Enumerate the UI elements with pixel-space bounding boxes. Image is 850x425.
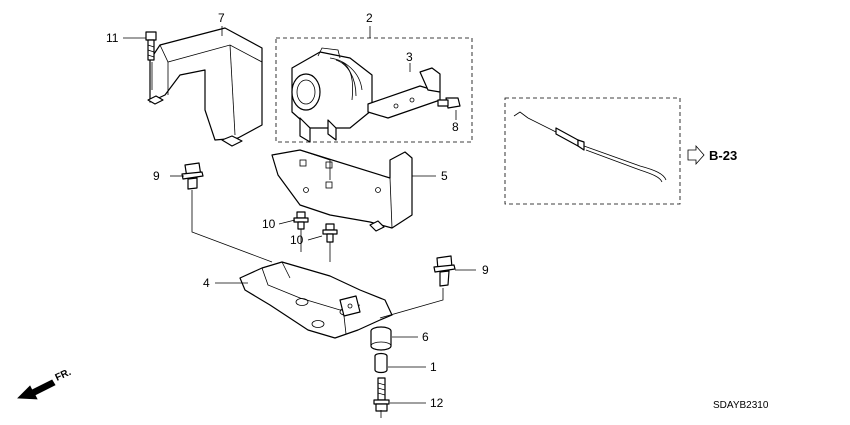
bolt-8 <box>437 97 461 109</box>
part-cable <box>513 111 667 183</box>
callout-2: 2 <box>366 11 373 25</box>
bolt-10-lower <box>322 223 338 243</box>
callout-9-upper: 9 <box>153 169 160 183</box>
callout-11: 11 <box>106 31 119 45</box>
assembly-lines <box>151 62 444 418</box>
assembly-box-2 <box>275 37 473 143</box>
callout-10-upper: 10 <box>262 217 276 231</box>
callout-labels: 11 7 2 3 8 5 9 10 10 9 4 6 1 12 <box>106 11 489 410</box>
callout-leaders <box>123 26 476 404</box>
callout-10-lower: 10 <box>290 233 304 247</box>
part-bracket-3 <box>367 67 441 119</box>
bolt-12 <box>373 377 390 412</box>
callout-8: 8 <box>452 120 459 134</box>
callout-7: 7 <box>218 11 225 25</box>
bolt-9-upper <box>181 162 204 190</box>
callout-5: 5 <box>441 169 448 183</box>
part-bracket-plate-5 <box>271 149 413 232</box>
diagram-code: SDAYB2310 <box>713 400 769 411</box>
bolt-11 <box>145 31 157 61</box>
part-grommet-6 <box>370 326 392 351</box>
callout-12: 12 <box>430 396 444 410</box>
reference-arrow <box>687 144 705 166</box>
callout-3: 3 <box>406 50 413 64</box>
part-collar-1 <box>374 352 388 374</box>
callout-6: 6 <box>422 330 429 344</box>
callout-9-lower: 9 <box>482 263 489 277</box>
callout-1: 1 <box>430 360 437 374</box>
part-cover <box>147 27 263 147</box>
front-indicator-label: FR. <box>54 367 73 384</box>
bolt-9-lower <box>433 255 456 287</box>
part-actuator <box>291 47 373 143</box>
cable-box <box>504 97 681 205</box>
callout-4: 4 <box>203 276 210 290</box>
reference-label: B-23 <box>709 148 737 163</box>
bolt-10-upper <box>293 211 309 230</box>
part-base-bracket-4 <box>239 261 393 339</box>
front-arrow-icon <box>17 379 56 400</box>
